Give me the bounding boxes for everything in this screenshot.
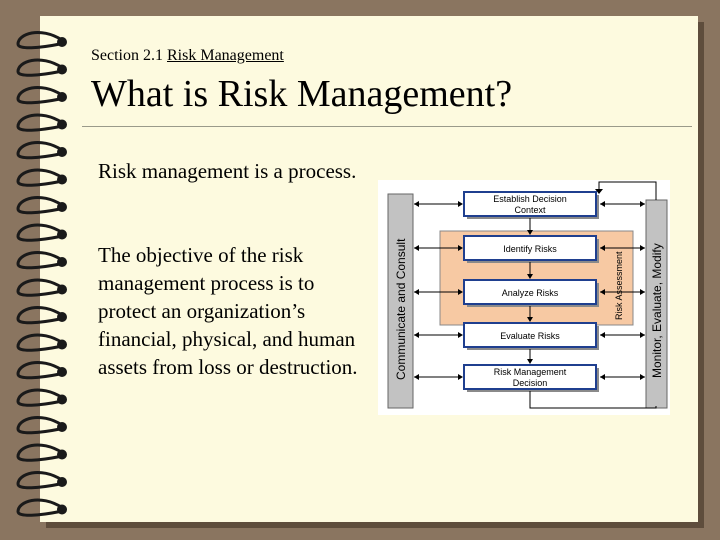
spiral-hole <box>57 477 67 487</box>
spiral-ring <box>16 333 63 352</box>
step-label: Context <box>514 205 546 215</box>
spiral-hole <box>57 504 67 515</box>
connector-arrowhead <box>458 332 463 338</box>
spiral-ring <box>16 470 63 490</box>
paragraph-2: The objective of the risk management pro… <box>98 243 358 379</box>
connector-arrowhead <box>640 201 645 207</box>
spiral-hole <box>57 37 67 47</box>
spiral-hole <box>57 449 67 460</box>
spiral-hole <box>57 257 67 267</box>
step-label: Risk Management <box>494 367 567 377</box>
spiral-hole <box>57 229 67 240</box>
connector-arrowhead <box>414 245 419 251</box>
spiral-ring <box>16 250 63 270</box>
risk-assessment-label: Risk Assessment <box>614 251 624 320</box>
spiral-ring <box>16 443 63 462</box>
step-box <box>463 235 597 261</box>
connector-arrowhead <box>640 289 645 295</box>
connector-arrowhead <box>600 289 605 295</box>
spiral-hole <box>57 119 67 130</box>
step-label: Analyze Risks <box>502 288 559 298</box>
feedback-line <box>598 181 657 200</box>
connector-arrowhead <box>414 374 419 380</box>
connector-arrowhead <box>600 374 605 380</box>
spiral-hole <box>57 284 67 295</box>
spiral-binding <box>16 30 67 517</box>
risk-process-diagram: Communicate and Consult Monitor, Evaluat… <box>378 180 670 415</box>
communicate-consult-label: Communicate and Consult <box>394 238 408 380</box>
loop-line <box>529 391 657 409</box>
spiral-ring <box>16 140 63 160</box>
spiral-hole <box>57 92 67 102</box>
connector-arrowhead <box>640 332 645 338</box>
page-title: What is Risk Management? <box>91 73 513 115</box>
spiral-ring <box>16 388 63 407</box>
step-box <box>463 279 597 305</box>
spiral-hole <box>57 422 67 432</box>
spiral-hole <box>57 202 67 212</box>
spiral-ring <box>16 58 63 77</box>
spiral-hole <box>57 394 67 405</box>
spiral-ring <box>16 30 63 50</box>
spiral-ring <box>16 305 63 325</box>
title-divider <box>82 126 692 127</box>
spiral-ring <box>16 113 63 132</box>
flow-arrowhead <box>527 359 533 364</box>
connector-arrowhead <box>414 201 419 207</box>
section-link[interactable]: Risk Management <box>167 47 284 64</box>
connector-arrowhead <box>600 245 605 251</box>
step-label: Evaluate Risks <box>500 331 560 341</box>
spiral-ring <box>16 85 63 105</box>
flow-arrowhead <box>527 274 533 279</box>
connector-arrowhead <box>458 374 463 380</box>
step-box <box>463 191 597 217</box>
connector-arrowhead <box>458 201 463 207</box>
flow-arrowhead <box>527 230 533 235</box>
spiral-ring <box>16 168 63 187</box>
spiral-hole <box>57 339 67 350</box>
connector-arrowhead <box>414 289 419 295</box>
spiral-ring <box>16 195 63 215</box>
paragraph-1: Risk management is a process. <box>98 159 357 183</box>
spiral-ring <box>16 278 63 297</box>
flow-arrowhead <box>527 317 533 322</box>
connector-arrowhead <box>458 245 463 251</box>
step-label: Establish Decision <box>493 194 567 204</box>
connector-arrowhead <box>640 245 645 251</box>
connector-arrowhead <box>640 374 645 380</box>
spiral-ring <box>16 360 63 380</box>
spiral-hole <box>57 312 67 322</box>
section-heading: Section 2.1 Risk Management <box>91 47 284 65</box>
spiral-hole <box>57 174 67 185</box>
monitor-evaluate-label: Monitor, Evaluate, Modify <box>650 243 664 378</box>
connector-arrowhead <box>458 289 463 295</box>
section-prefix: Section 2.1 <box>91 47 167 64</box>
feedback-arrowhead <box>595 189 603 194</box>
step-label: Decision <box>513 378 548 388</box>
step-label: Identify Risks <box>503 244 557 254</box>
spiral-hole <box>57 64 67 75</box>
spiral-ring <box>16 415 63 435</box>
connector-arrowhead <box>600 201 605 207</box>
spiral-hole <box>57 147 67 157</box>
connector-arrowhead <box>600 332 605 338</box>
spiral-ring <box>16 223 63 242</box>
spiral-hole <box>57 367 67 377</box>
connector-arrowhead <box>414 332 419 338</box>
step-box <box>463 364 597 390</box>
communicate-consult-bar <box>387 193 414 409</box>
spiral-ring <box>16 498 63 517</box>
step-box <box>463 322 597 348</box>
